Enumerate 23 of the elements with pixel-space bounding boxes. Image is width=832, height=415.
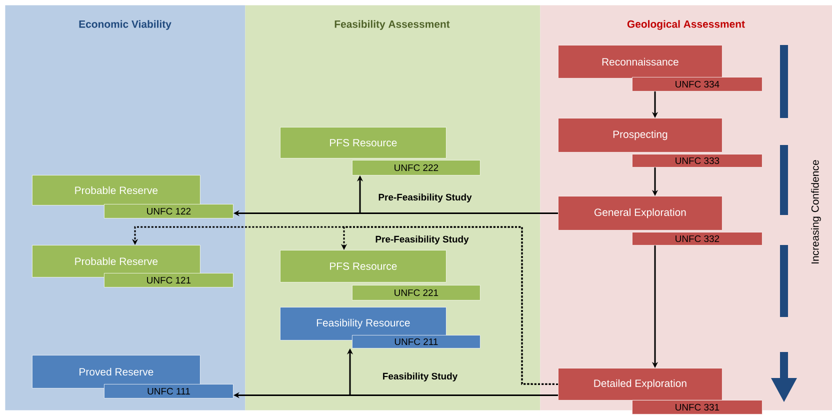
- process-box: General Exploration UNFC 332: [558, 196, 762, 246]
- edge-label: Pre-Feasibility Study: [378, 194, 472, 202]
- process-box: Reconnaissance UNFC 334: [558, 45, 762, 92]
- process-box: Feasibility Resource UNFC 211: [280, 307, 480, 348]
- node-label: UNFC 221: [394, 289, 438, 296]
- node-label: UNFC 331: [676, 404, 720, 411]
- edge-label: Feasibility Study: [383, 372, 458, 382]
- process-box: Detailed Exploration UNFC 331: [558, 368, 762, 414]
- node-label: UNFC 121: [147, 276, 191, 284]
- node-label: UNFC 111: [148, 388, 190, 395]
- process-box: Probable Reserve UNFC 122: [32, 175, 234, 218]
- process-box: Prospecting UNFC 333: [558, 118, 762, 168]
- process-box: PFS Resource UNFC 222: [280, 127, 480, 176]
- node-label: UNFC 222: [394, 164, 438, 172]
- process-box: Proved Reserve UNFC 111: [32, 355, 234, 398]
- process-box: Probable Reserve UNFC 121: [32, 245, 234, 288]
- node-label: UNFC 334: [676, 80, 720, 88]
- node-label: UNFC 122: [147, 208, 191, 215]
- node-label: UNFC 333: [676, 157, 720, 164]
- node-label: UNFC 332: [676, 235, 720, 242]
- process-box: PFS Resource UNFC 221: [280, 250, 480, 300]
- axis-label: Increasing Confidence: [811, 160, 821, 264]
- edge-label: Pre-Feasibility Study: [376, 236, 469, 244]
